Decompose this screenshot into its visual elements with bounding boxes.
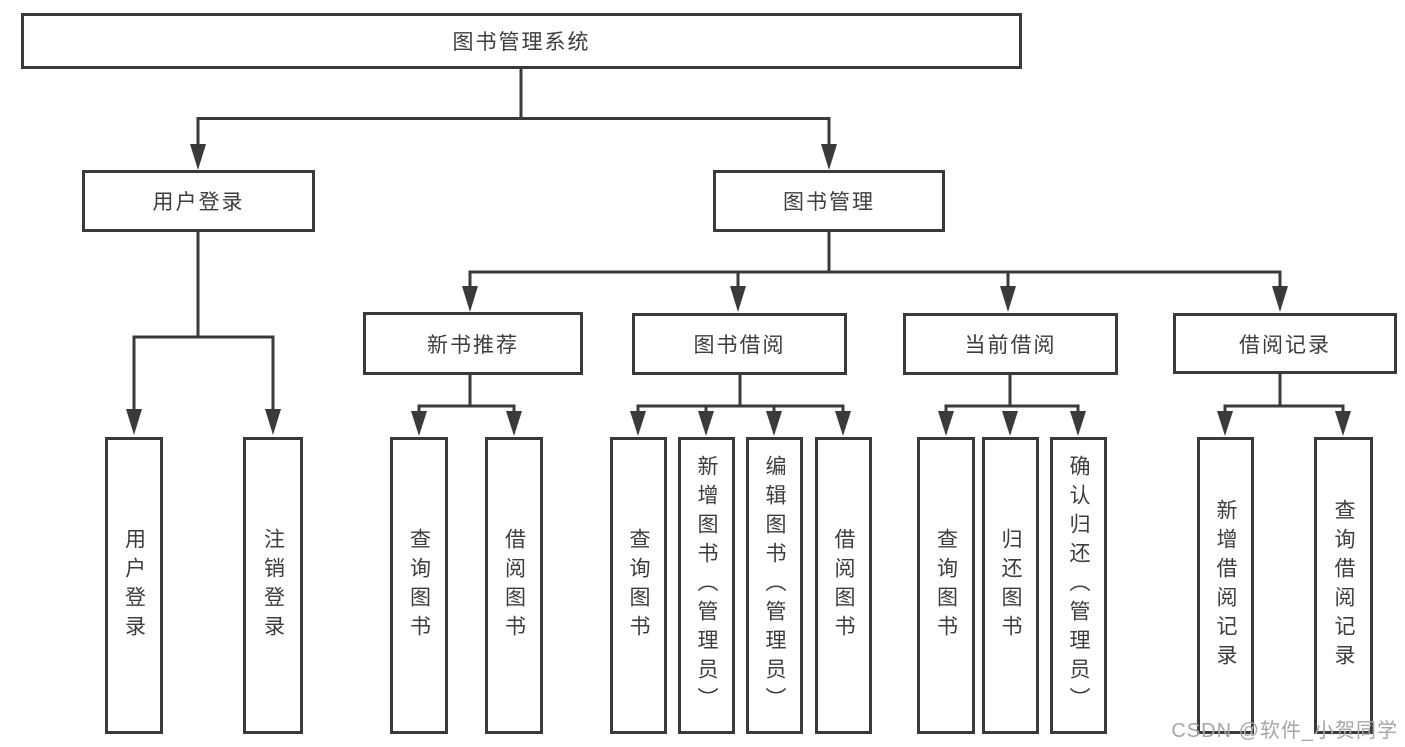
node-leaf-user-login: 用户登录 xyxy=(105,437,163,734)
node-new-book-recommendation: 新书推荐 xyxy=(363,312,583,375)
node-leaf-borrow-query-books: 查询图书 xyxy=(610,437,667,734)
node-root-system: 图书管理系统 xyxy=(21,13,1022,69)
node-leaf-add-books-admin: 新增图书（管理员） xyxy=(678,437,735,734)
connector-stems xyxy=(132,69,1345,413)
node-leaf-return-books: 归还图书 xyxy=(982,437,1039,734)
node-leaf-edit-books-admin: 编辑图书（管理员） xyxy=(746,437,803,734)
node-leaf-rec-borrow-books: 借阅图书 xyxy=(485,437,543,734)
node-leaf-query-borrow-record: 查询借阅记录 xyxy=(1314,437,1373,734)
node-leaf-rec-query-books: 查询图书 xyxy=(390,437,448,734)
csdn-watermark: CSDN @软件_小贺同学 xyxy=(1171,720,1398,742)
node-user-login-module: 用户登录 xyxy=(82,170,315,232)
node-borrowing-records: 借阅记录 xyxy=(1173,313,1397,374)
node-leaf-current-query-books: 查询图书 xyxy=(917,437,975,734)
node-leaf-logout: 注销登录 xyxy=(243,437,303,734)
node-current-borrowing: 当前借阅 xyxy=(903,313,1118,375)
node-book-management-module: 图书管理 xyxy=(713,170,945,232)
arrowheads xyxy=(126,144,1351,436)
node-book-borrowing: 图书借阅 xyxy=(632,313,847,375)
node-leaf-borrow-books: 借阅图书 xyxy=(815,437,872,734)
node-leaf-confirm-return-admin: 确认归还（管理员） xyxy=(1050,437,1107,734)
node-leaf-add-borrow-record: 新增借阅记录 xyxy=(1197,437,1254,734)
